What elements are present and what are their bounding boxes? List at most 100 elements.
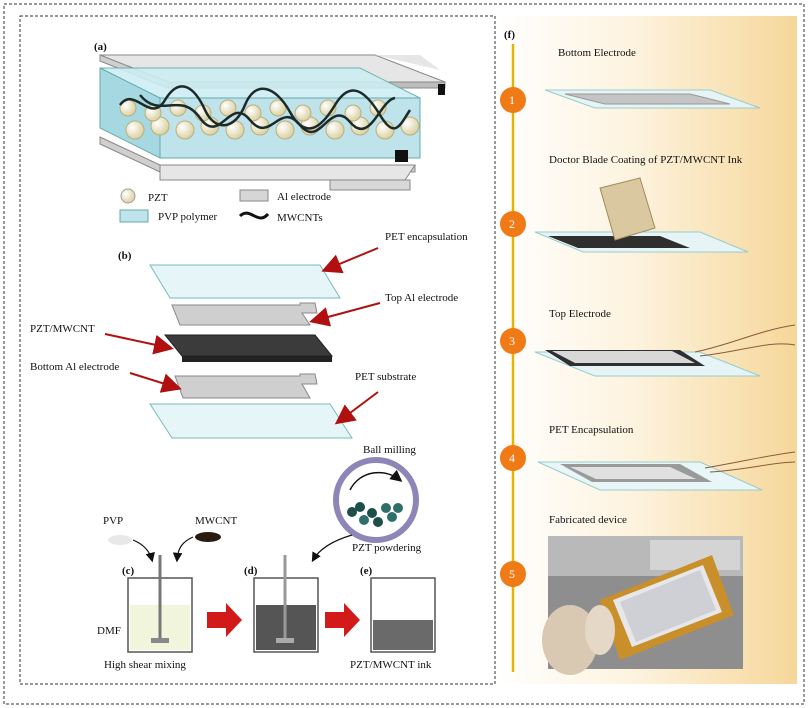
mwcnt-network-2 (139, 94, 396, 134)
pet-encapsulation-arrow (321, 247, 379, 274)
pet-substrate-label: PET substrate (355, 371, 416, 383)
step-1: 1 Bottom Electrode (500, 47, 761, 113)
pzt-mwcnt-label: PZT/MWCNT (30, 323, 95, 335)
pzt-sphere (169, 99, 187, 117)
milling-balls (347, 502, 403, 527)
panel-f: (f) 1 Bottom Electrode 2 Doctor Blade Co… (500, 29, 796, 675)
panel-a: (a) PZT A (94, 41, 446, 224)
step-5-circle (500, 561, 526, 587)
milling-ball (393, 503, 403, 513)
pzt-mwcnt-ink-label: PZT/MWCNT ink (350, 659, 432, 671)
panel-d-label: (d) (244, 565, 258, 577)
high-shear-mixing-label: High shear mixing (104, 659, 186, 671)
pzt-sphere (175, 120, 195, 140)
milling-ball (373, 517, 383, 527)
top-al-layer (171, 302, 318, 326)
step-2-number: 2 (509, 217, 515, 231)
mwcnt-powder (195, 532, 221, 542)
step-3-circle (500, 328, 526, 354)
step-5: 5 Fabricated device (500, 514, 743, 675)
panel-b-label: (b) (118, 250, 132, 262)
step-4-circle (500, 445, 526, 471)
panel-e-label: (e) (360, 565, 373, 577)
step-5-number: 5 (509, 567, 515, 581)
step-3: 3 Top Electrode (500, 308, 796, 377)
pzt-sphere (219, 99, 237, 117)
step-2-circle (500, 211, 526, 237)
step-3-wires (694, 324, 796, 357)
pzt-legend-swatch (120, 188, 136, 204)
bottom-electrode (99, 136, 416, 191)
process-arrow-cd (207, 603, 242, 637)
step-4-inner (570, 467, 696, 479)
pzt-legend-label: PZT (148, 192, 168, 204)
al-legend-label: Al electrode (277, 191, 331, 203)
milling-ball (387, 512, 397, 522)
pzt-sphere (269, 99, 287, 117)
mwcnt-arrow (172, 536, 194, 563)
milling-ball (359, 515, 369, 525)
step-2-title: Doctor Blade Coating of PZT/MWCNT Ink (549, 154, 743, 166)
pzt-mwcnt-arrow (104, 333, 174, 355)
mwcnt-powder-label: MWCNT (195, 515, 237, 527)
pvp-powder (108, 535, 132, 545)
panel-a-label: (a) (94, 41, 107, 53)
outer-border (3, 3, 805, 705)
pvp-arrow (132, 539, 155, 563)
milling-ball (347, 507, 357, 517)
step-3-number: 3 (509, 334, 515, 348)
pzt-sphere (344, 104, 362, 122)
pet-substrate-layer (149, 403, 353, 439)
doctor-blade (599, 177, 656, 241)
pet-substrate-arrow (334, 391, 379, 425)
pzt-mwcnt-layer (163, 334, 334, 357)
mwcnt-network (119, 85, 412, 130)
step-3-top-electrode (552, 351, 695, 363)
step-4-title: PET Encapsulation (549, 424, 634, 436)
process-arrow-de (325, 603, 360, 637)
top-tab-edge (438, 84, 445, 95)
mill-to-d-arrow (311, 534, 353, 563)
top-al-arrow (309, 302, 381, 327)
step-4-wires (704, 451, 796, 473)
milling-ball (367, 508, 377, 518)
pzt-sphere (294, 104, 312, 122)
beaker-c (127, 555, 193, 653)
panel-b: (b) PET encapsulation Top Al electrode P… (30, 231, 468, 439)
pzt-sphere (400, 116, 420, 136)
dmf-label: DMF (97, 625, 121, 637)
step-2: 2 Doctor Blade Coating of PZT/MWCNT Ink (500, 154, 749, 253)
step-4: 4 PET Encapsulation (500, 424, 796, 491)
step-2-coated-layer (548, 236, 690, 248)
step-1-number: 1 (509, 93, 515, 107)
fabricated-device-photo (542, 536, 743, 675)
bottom-al-arrow (129, 372, 182, 393)
beaker-d (253, 555, 319, 653)
step-1-electrode (564, 93, 731, 105)
pzt-sphere (325, 120, 345, 140)
step-1-circle (500, 87, 526, 113)
al-legend-swatch (239, 189, 269, 202)
pzt-sphere (125, 120, 145, 140)
panel-f-label: (f) (504, 29, 515, 41)
step-4-number: 4 (509, 451, 515, 465)
step-3-title: Top Electrode (549, 308, 611, 320)
mwcnt-legend-label: MWCNTs (277, 212, 323, 224)
step-5-title: Fabricated device (549, 514, 627, 526)
pvp-powder-label: PVP (103, 515, 123, 527)
beaker-e (370, 577, 436, 653)
ball-mill: Ball milling PZT powdering (333, 444, 422, 554)
milling-ball (355, 502, 365, 512)
bottom-al-label: Bottom Al electrode (30, 361, 119, 373)
panel-cde: Ball milling PZT powdering PVP MWCNT (c)… (97, 444, 436, 671)
top-al-label: Top Al electrode (385, 292, 458, 304)
panel-c-label: (c) (122, 565, 135, 577)
ball-milling-label: Ball milling (363, 444, 416, 456)
milling-ball (381, 503, 391, 513)
bottom-tab-edge (395, 150, 408, 162)
mwcnt-legend-swatch (238, 211, 270, 220)
pet-encapsulation-layer (149, 264, 341, 299)
pzt-powdering-label: PZT powdering (352, 542, 422, 554)
pet-encapsulation-label: PET encapsulation (385, 231, 468, 243)
